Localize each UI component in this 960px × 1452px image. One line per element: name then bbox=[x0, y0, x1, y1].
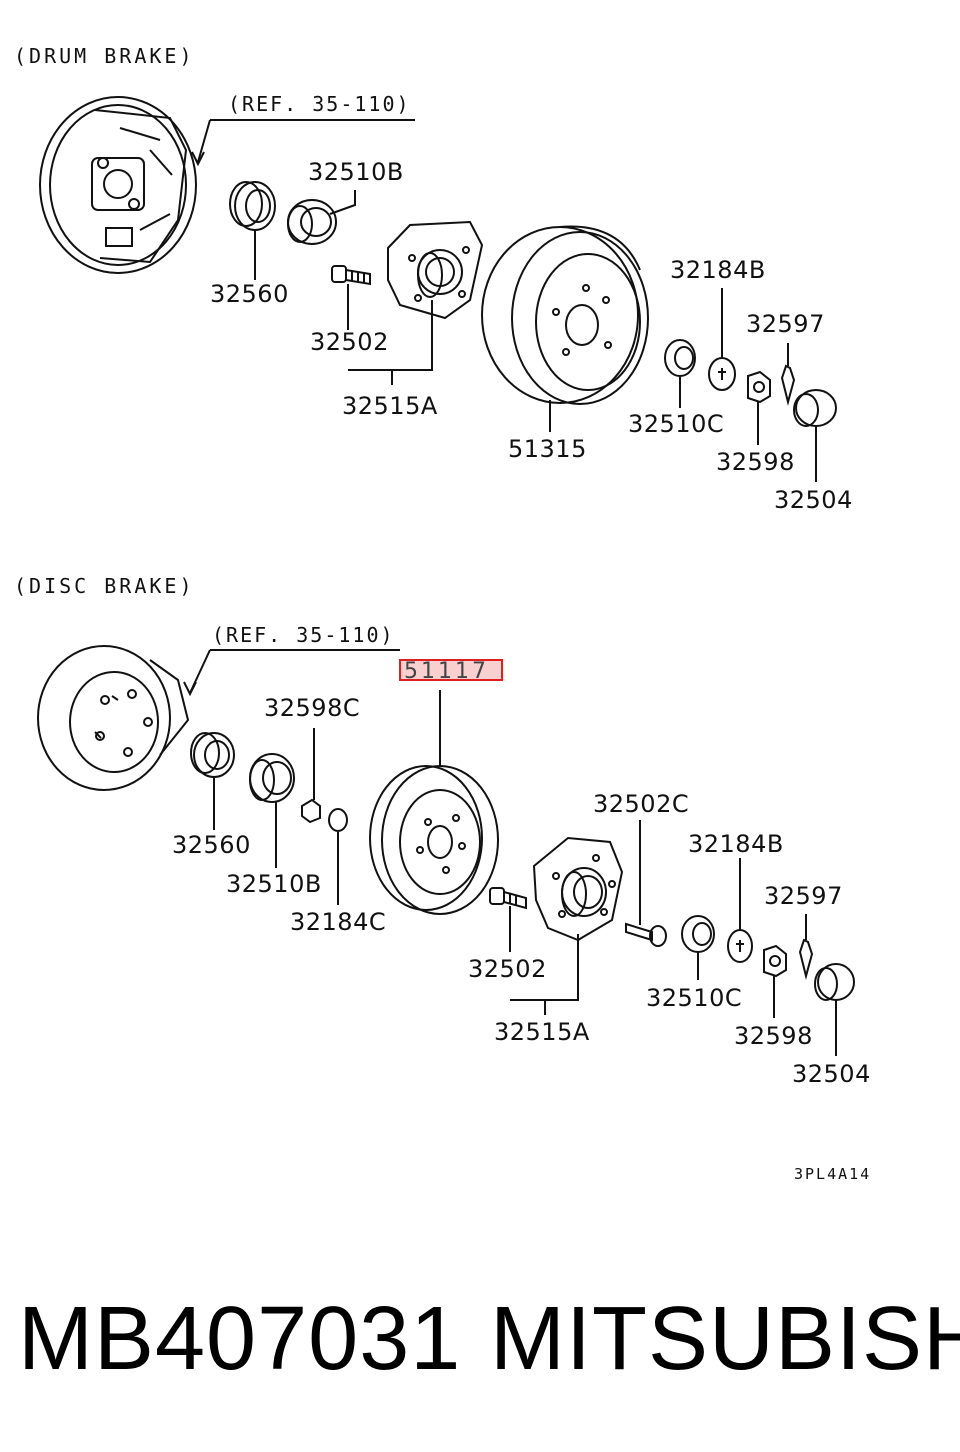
drum-label-32560: 32560 bbox=[210, 280, 289, 308]
drum-32515A-bracket bbox=[348, 300, 433, 371]
disc-label-32510C: 32510C bbox=[646, 984, 743, 1012]
disc-label-32515A: 32515A bbox=[494, 1018, 590, 1046]
drum-ref-label: (REF. 35-110) bbox=[228, 92, 411, 116]
drum-castle-nut-32598 bbox=[747, 370, 771, 404]
disc-backing-plate bbox=[37, 645, 190, 791]
drum-brake-drum-51315 bbox=[481, 225, 649, 405]
disc-label-32598: 32598 bbox=[734, 1022, 813, 1050]
drum-washer-32184B bbox=[708, 357, 736, 391]
drum-inner-bearing-32510B bbox=[287, 199, 337, 245]
diagram-code: 3PL4A14 bbox=[794, 1165, 872, 1183]
drum-label-32184B: 32184B bbox=[670, 256, 766, 284]
drum-label-32504: 32504 bbox=[774, 486, 853, 514]
disc-grease-cap-32504 bbox=[814, 963, 855, 1001]
disc-label-32598C: 32598C bbox=[264, 694, 361, 722]
disc-section-title: (DISC BRAKE) bbox=[14, 574, 195, 598]
disc-label-32502: 32502 bbox=[468, 955, 547, 983]
disc-castle-nut-32598 bbox=[763, 944, 787, 978]
disc-hub-32515A bbox=[532, 836, 624, 942]
disc-cotter-pin-32597 bbox=[798, 938, 814, 980]
drum-label-32510B: 32510B bbox=[308, 158, 404, 186]
drum-oil-seal-32560 bbox=[229, 181, 276, 231]
drum-hub-bolt-32502 bbox=[331, 265, 371, 286]
disc-oil-seal-32560 bbox=[190, 732, 235, 778]
drum-grease-cap-32504 bbox=[793, 389, 837, 427]
disc-label-32510B: 32510B bbox=[226, 870, 322, 898]
drum-label-32597: 32597 bbox=[746, 310, 825, 338]
drum-label-32598: 32598 bbox=[716, 448, 795, 476]
drum-hub-32515A bbox=[387, 220, 484, 320]
drum-section-title: (DRUM BRAKE) bbox=[14, 44, 195, 68]
drum-label-32515A: 32515A bbox=[342, 392, 438, 420]
highlighted-part-51117[interactable]: 51117 bbox=[399, 659, 503, 683]
disc-ref-label: (REF. 35-110) bbox=[212, 623, 395, 647]
brand-name: MITSUBISHI bbox=[490, 1289, 960, 1389]
disc-label-32560: 32560 bbox=[172, 831, 251, 859]
drum-ref-arrow bbox=[191, 151, 205, 167]
disc-label-32502C: 32502C bbox=[593, 790, 690, 818]
disc-washer-32184B bbox=[727, 929, 753, 963]
disc-washer-32184C bbox=[328, 808, 348, 832]
disc-stud-32502C bbox=[625, 922, 667, 947]
drum-cotter-pin-32597 bbox=[780, 364, 796, 406]
disc-nut-32598C bbox=[301, 798, 321, 824]
drum-label-51315: 51315 bbox=[508, 435, 587, 463]
drum-ref-leader bbox=[197, 119, 211, 163]
disc-label-32184C: 32184C bbox=[290, 908, 387, 936]
drum-label-32510C: 32510C bbox=[628, 410, 725, 438]
drum-label-32502: 32502 bbox=[310, 328, 389, 356]
disc-outer-bearing-32510C bbox=[681, 915, 715, 953]
disc-hub-bolt-32502 bbox=[489, 887, 527, 910]
drum-backing-plate bbox=[39, 96, 197, 274]
part-number: MB407031 bbox=[18, 1289, 462, 1389]
drum-outer-bearing-32510C bbox=[664, 339, 696, 377]
disc-rotor-51117 bbox=[369, 765, 499, 915]
disc-label-32597: 32597 bbox=[764, 882, 843, 910]
disc-label-32504: 32504 bbox=[792, 1060, 871, 1088]
disc-label-32184B: 32184B bbox=[688, 830, 784, 858]
disc-inner-bearing-32510B bbox=[249, 753, 295, 803]
